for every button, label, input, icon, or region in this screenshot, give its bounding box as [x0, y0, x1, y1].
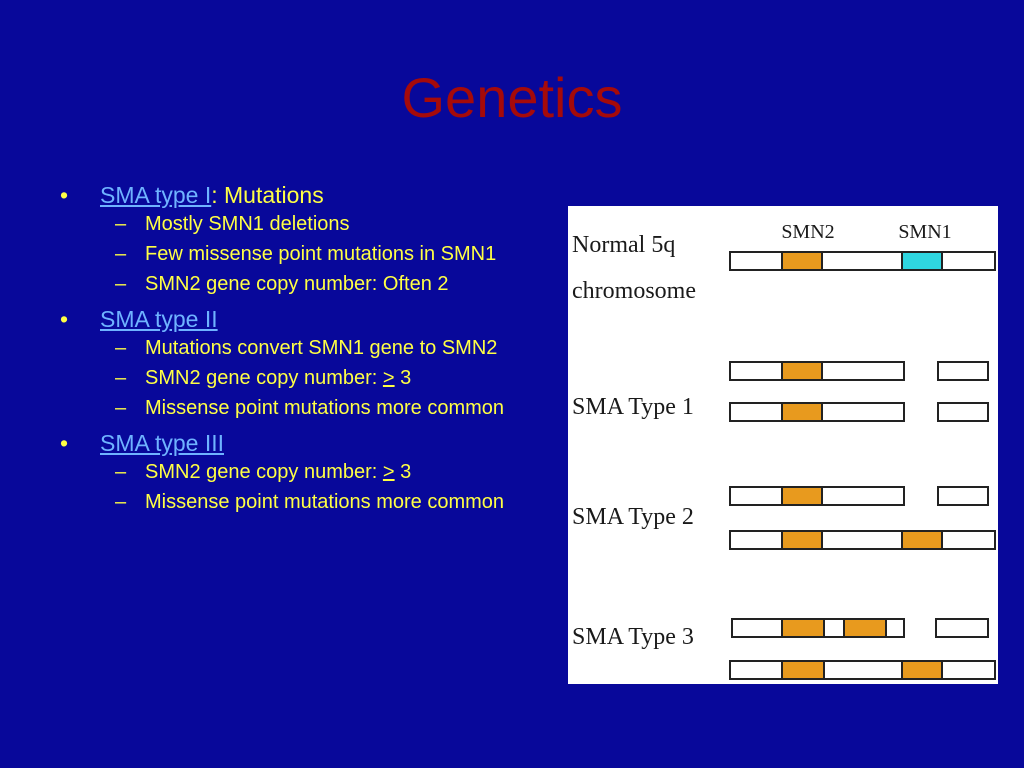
- row-label-normal-line1: Normal 5q: [572, 232, 675, 258]
- smn2-gene-block: [781, 402, 823, 422]
- sub-bullet: Missense point mutations more common: [60, 490, 510, 514]
- chromosome-bar: [935, 618, 989, 638]
- smn2-gene-block: [781, 486, 823, 506]
- sub-bullet: Mutations convert SMN1 gene to SMN2: [60, 336, 510, 360]
- row-label-normal-line2: chromosome: [572, 278, 696, 304]
- sub-bullet-text: 3: [394, 461, 412, 483]
- smn2-gene-block: [843, 618, 887, 638]
- link-sma-type-2[interactable]: SMA type II: [100, 306, 218, 332]
- chromosome-bar: [729, 251, 996, 271]
- sub-bullet: Few missense point mutations in SMN1: [60, 242, 510, 266]
- sub-bullet: SMN2 gene copy number: > 3: [60, 366, 510, 390]
- smn2-gene-block: [901, 530, 943, 550]
- smn2-gene-block: [781, 660, 825, 680]
- chromosome-bar: [729, 530, 996, 550]
- bullet-list: SMA type I: Mutations Mostly SMN1 deleti…: [60, 178, 510, 520]
- sub-bullet-text: 3: [394, 367, 412, 389]
- smn2-gene-block: [781, 361, 823, 381]
- sub-bullet-text: SMN2 gene copy number:: [145, 367, 383, 389]
- greater-equal-symbol: >: [382, 367, 395, 389]
- sub-bullet: Mostly SMN1 deletions: [60, 212, 510, 236]
- chromosome-bar: [937, 486, 989, 506]
- sub-bullet: Missense point mutations more common: [60, 396, 510, 420]
- gene-label-smn1: SMN1: [898, 221, 951, 243]
- sub-bullet: SMN2 gene copy number: > 3: [60, 460, 510, 484]
- row-label-type3: SMA Type 3: [572, 624, 694, 650]
- greater-equal-symbol: >: [382, 461, 395, 483]
- sub-bullet-text: SMN2 gene copy number:: [145, 461, 383, 483]
- chromosome-bar: [729, 660, 996, 680]
- smn2-gene-block: [781, 530, 823, 550]
- row-label-type2: SMA Type 2: [572, 504, 694, 530]
- bullet-sma-type-2: SMA type II: [60, 302, 510, 336]
- sub-bullet: SMN2 gene copy number: Often 2: [60, 272, 510, 296]
- chromosome-figure: SMN2 SMN1 Normal 5q chromosome SMA Type …: [568, 206, 998, 684]
- chromosome-bar: [937, 361, 989, 381]
- slide-title: Genetics: [401, 66, 623, 129]
- row-label-type1: SMA Type 1: [572, 394, 694, 420]
- chromosome-bars: [729, 251, 996, 680]
- gene-label-smn2: SMN2: [781, 221, 834, 243]
- link-sma-type-3[interactable]: SMA type III: [100, 430, 224, 456]
- link-sma-type-1[interactable]: SMA type I: [100, 182, 212, 208]
- smn1-gene-block: [901, 251, 943, 271]
- bullet-sma-type-1: SMA type I: Mutations: [60, 178, 510, 212]
- bullet-text: : Mutations: [211, 182, 324, 208]
- chromosome-bar: [937, 402, 989, 422]
- bullet-sma-type-3: SMA type III: [60, 426, 510, 460]
- chromosome-diagram: SMN2 SMN1 Normal 5q chromosome SMA Type …: [572, 221, 996, 680]
- smn2-gene-block: [901, 660, 943, 680]
- smn2-gene-block: [781, 251, 823, 271]
- smn2-gene-block: [781, 618, 825, 638]
